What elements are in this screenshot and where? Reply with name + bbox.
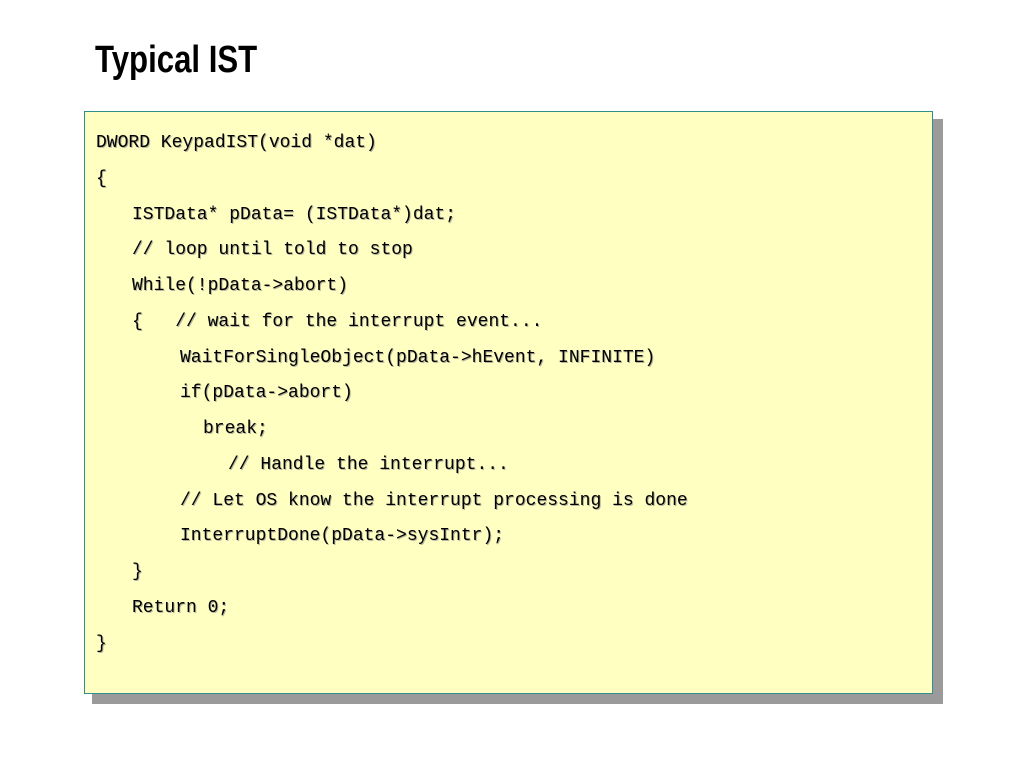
code-line-break: break; (203, 419, 268, 439)
code-line-function-signature: DWORD KeypadIST(void *dat) (96, 133, 377, 153)
code-line-return: Return 0; (132, 598, 230, 618)
code-line-open-brace: { (96, 169, 107, 189)
slide-title: Typical IST (95, 39, 258, 81)
code-line-handle-comment: // Handle the interrupt... (228, 455, 509, 475)
code-line-data-cast: ISTData* pData= (ISTData*)dat; (132, 205, 457, 225)
code-block: DWORD KeypadIST(void *dat) { ISTData* pD… (84, 111, 933, 694)
code-line-loop-comment: // loop until told to stop (132, 240, 413, 260)
code-line-wait-call: WaitForSingleObject(pData->hEvent, INFIN… (180, 348, 656, 368)
code-line-close-function: } (96, 634, 107, 654)
code-line-interrupt-done: InterruptDone(pData->sysIntr); (180, 526, 505, 546)
code-line-if-abort: if(pData->abort) (180, 383, 353, 403)
code-line-wait-comment: { // wait for the interrupt event... (132, 312, 543, 332)
code-line-close-loop: } (132, 562, 143, 582)
code-line-done-comment: // Let OS know the interrupt processing … (180, 491, 688, 511)
code-line-while: While(!pData->abort) (132, 276, 349, 296)
